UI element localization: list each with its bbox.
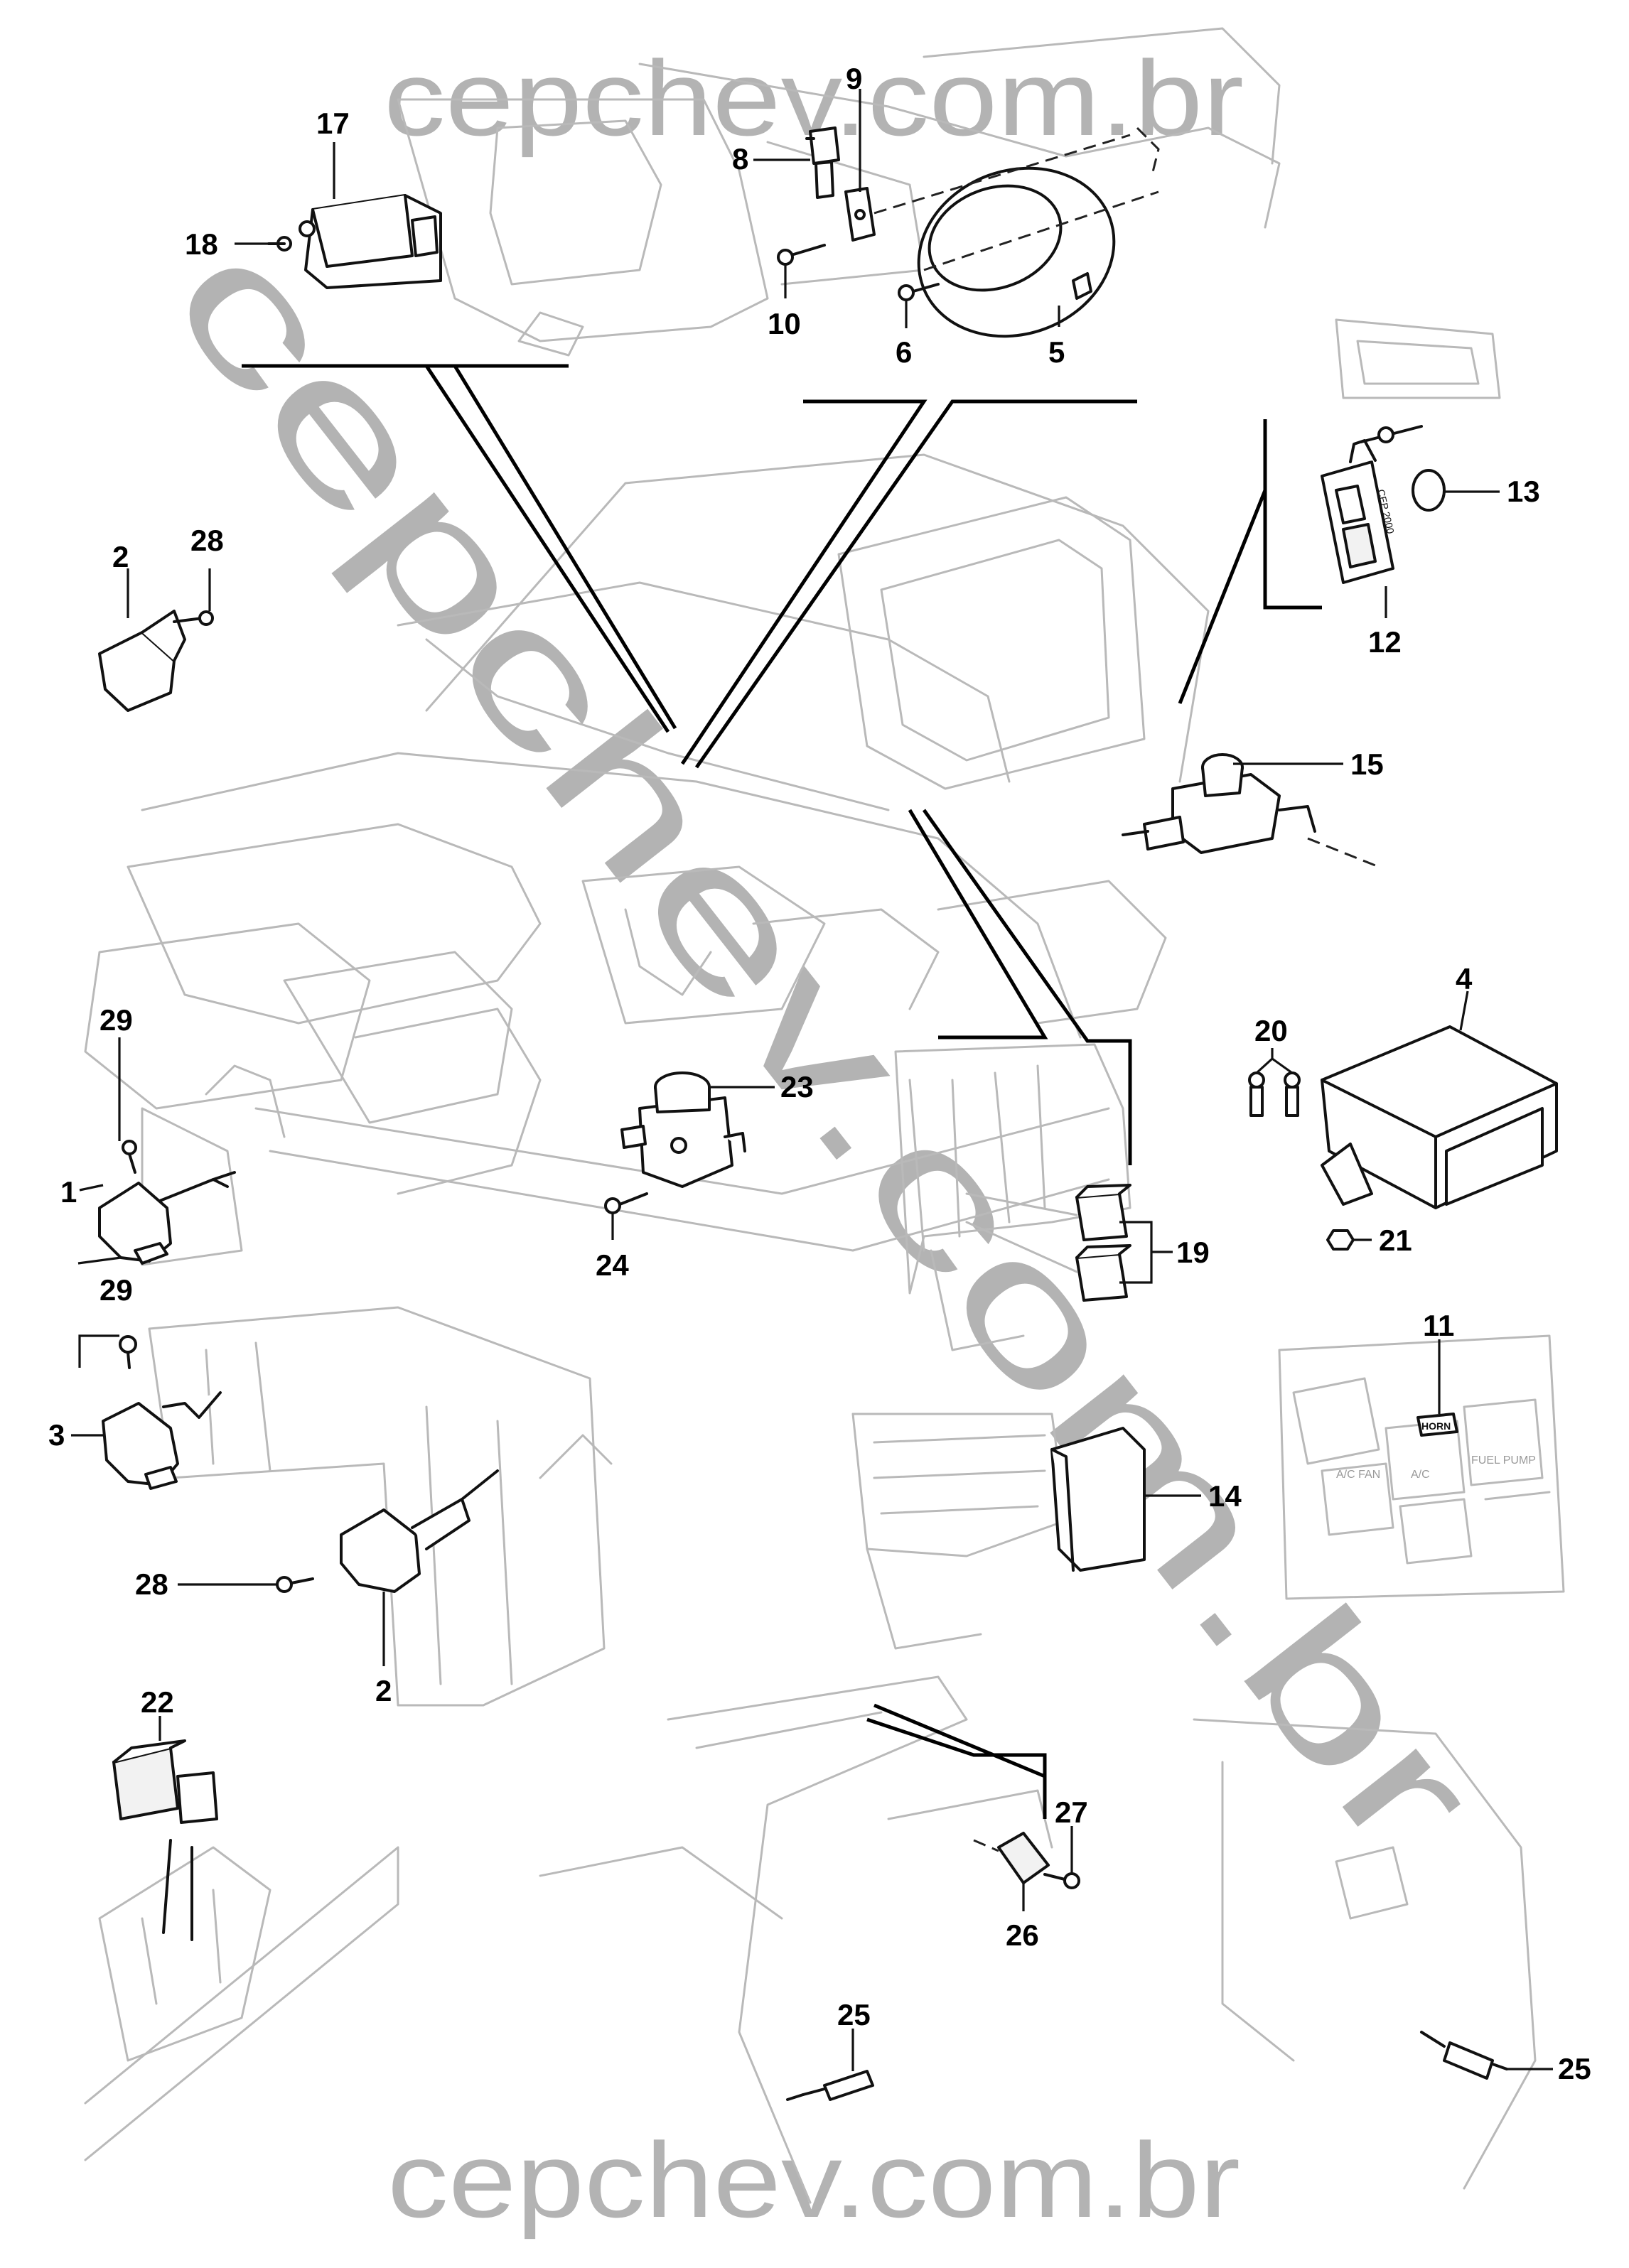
callout-11: 11: [1423, 1309, 1454, 1342]
callout-25-middle: 25: [837, 1998, 871, 2031]
relay-box: [1050, 1427, 1146, 1572]
relay: [112, 1739, 218, 1941]
fuse-box-labels: HORN A/C FAN A/C FUEL PUMP: [1336, 1413, 1536, 1481]
callout-2-upper: 2: [112, 540, 129, 573]
assembly-line: [923, 190, 1159, 271]
callout-8: 8: [732, 142, 748, 176]
bolt: [276, 1576, 314, 1593]
callout-1: 1: [60, 1175, 77, 1209]
siren: [917, 166, 1116, 338]
screw: [1043, 1872, 1080, 1889]
callout-20: 20: [1254, 1014, 1288, 1047]
alarm-module: [1321, 1025, 1558, 1209]
leader-lines: [71, 89, 1553, 2071]
callout-29-upper: 29: [100, 1003, 133, 1037]
key-fob: CEP 2000: [1321, 425, 1423, 584]
relay-guide: [965, 1192, 1078, 1216]
callout-13: 13: [1507, 475, 1540, 508]
relay-guide: [965, 1221, 1078, 1273]
bolt: [122, 1140, 137, 1174]
o-ring: [1412, 469, 1446, 512]
bolt: [198, 610, 214, 626]
svg-text:HORN: HORN: [1421, 1420, 1451, 1432]
callout-5: 5: [1048, 335, 1065, 369]
lock-actuator: [1122, 753, 1380, 868]
callout-3: 3: [48, 1418, 65, 1452]
callout-4: 4: [1456, 962, 1473, 995]
screw: [777, 244, 826, 266]
horn: [98, 610, 204, 712]
callout-21: 21: [1379, 1224, 1412, 1257]
callout-12: 12: [1368, 625, 1402, 659]
jamb-switch: [1420, 2031, 1508, 2080]
jamb-switch: [786, 2070, 874, 2101]
callout-27: 27: [1055, 1796, 1088, 1829]
screw: [898, 283, 940, 301]
callout-28-upper: 28: [190, 524, 224, 557]
bolt: [1248, 1071, 1301, 1117]
svg-text:A/C: A/C: [1411, 1469, 1430, 1481]
callout-28-lower: 28: [135, 1567, 168, 1601]
relay: [1075, 1244, 1131, 1302]
svg-text:A/C FAN: A/C FAN: [1336, 1469, 1380, 1481]
callout-6: 6: [896, 335, 912, 369]
nut: [1326, 1229, 1355, 1251]
assembly-line: [1136, 126, 1160, 178]
callout-17: 17: [316, 107, 350, 140]
callout-labels: 17 18 9 8 10 6 5 13 12 15 2 28 29 1 29 3…: [48, 62, 1591, 2085]
assembly-line: [873, 134, 1131, 215]
callout-2-lower: 2: [375, 1674, 392, 1707]
callout-18: 18: [185, 227, 218, 261]
horn: [102, 1391, 222, 1490]
svg-text:FUEL PUMP: FUEL PUMP: [1471, 1454, 1536, 1467]
relay: [1075, 1184, 1131, 1241]
callout-10: 10: [768, 307, 801, 340]
screw: [604, 1192, 648, 1214]
callout-23: 23: [780, 1070, 814, 1103]
callout-14: 14: [1208, 1479, 1242, 1513]
callout-24: 24: [596, 1248, 629, 1282]
ghost-vehicle-body: [84, 27, 1565, 2204]
door-switch: [805, 126, 876, 242]
callout-22: 22: [141, 1685, 174, 1719]
watermark-diagonal: cepchev.com.br: [134, 200, 1515, 1889]
callout-26: 26: [1006, 1918, 1039, 1952]
watermark-bottom: cepchev.com.br: [387, 2120, 1240, 2240]
callout-29-lower: 29: [100, 1273, 133, 1307]
assembly-line: [973, 1839, 999, 1852]
callout-25-right: 25: [1558, 2052, 1591, 2085]
courtesy-switch: [997, 1832, 1050, 1884]
callout-15: 15: [1350, 747, 1384, 781]
screw: [267, 236, 292, 252]
horn: [340, 1469, 499, 1593]
callout-9: 9: [846, 62, 862, 95]
callout-19: 19: [1176, 1236, 1210, 1269]
relay: [620, 1071, 746, 1188]
reference-lines: [242, 364, 1322, 1819]
control-module: [299, 194, 442, 289]
bolt: [119, 1335, 137, 1369]
horn: [98, 1171, 236, 1265]
